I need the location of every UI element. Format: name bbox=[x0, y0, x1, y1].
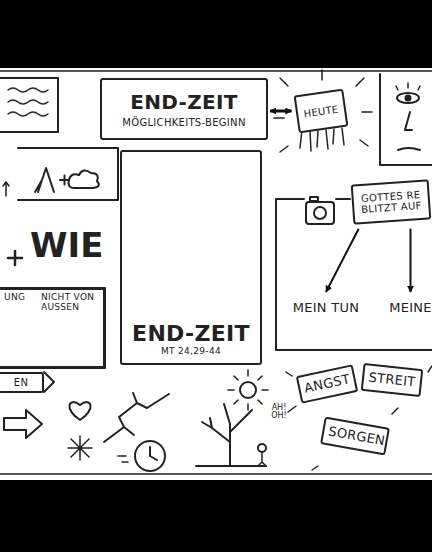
sun-symbol bbox=[228, 370, 268, 410]
worry-sign: ANGST bbox=[296, 364, 359, 403]
camera-icon bbox=[306, 202, 334, 224]
node-heading: UNG bbox=[4, 293, 25, 303]
node-heading: GOTTES RE BLITZT AUF bbox=[357, 189, 424, 216]
node-body: MÖGLICHKEITS-BEGINN bbox=[122, 117, 245, 128]
node-heading: END-ZEIT bbox=[130, 91, 237, 113]
tree-symbol bbox=[196, 404, 266, 466]
node-heading: SORGEN bbox=[327, 424, 383, 447]
node-heading: MEINE bbox=[389, 301, 432, 315]
camera-icon bbox=[314, 207, 326, 219]
worry-sign: SORGEN bbox=[320, 416, 390, 455]
node-heading: ANGST bbox=[303, 372, 351, 396]
node-heading: MEIN TUN bbox=[293, 301, 360, 315]
face-icon bbox=[398, 112, 420, 150]
exclamation-note: AH! OH! bbox=[266, 404, 292, 421]
sign-box: EN bbox=[0, 372, 44, 393]
title-box: END-ZEIT MÖGLICHKEITS-BEGINN bbox=[100, 78, 268, 140]
calendar-page: HEUTE bbox=[294, 89, 349, 134]
umbrella-figure bbox=[0, 288, 105, 368]
connector-arrow bbox=[410, 229, 412, 292]
sun-symbol bbox=[240, 382, 256, 398]
face-icon bbox=[397, 93, 419, 103]
tree-symbol bbox=[258, 444, 266, 452]
umbrella-figure bbox=[0, 288, 105, 368]
symbol-box bbox=[18, 148, 118, 200]
heading-word: WIE bbox=[30, 228, 100, 264]
note-box: UNG NICHT VON AUSSEN bbox=[0, 288, 105, 368]
node-heading: END-ZEIT bbox=[132, 322, 250, 346]
illustration bbox=[0, 70, 432, 474]
worry-sign: STREIT bbox=[361, 363, 424, 397]
node-heading: STREIT bbox=[368, 370, 416, 389]
symbol-box bbox=[35, 168, 54, 192]
camera-icon bbox=[310, 197, 318, 201]
clock-symbol bbox=[118, 441, 165, 471]
callout-box: GOTTES RE BLITZT AUF bbox=[351, 179, 432, 224]
face-icon bbox=[380, 74, 432, 165]
connector-arrow bbox=[270, 110, 292, 113]
clock-symbol bbox=[118, 456, 128, 462]
sun-symbol bbox=[228, 370, 268, 410]
scribble-box bbox=[8, 88, 48, 116]
scribble-box bbox=[0, 78, 58, 132]
heart-symbol bbox=[69, 402, 90, 420]
symbol-box bbox=[3, 182, 9, 196]
tree-symbol bbox=[258, 452, 266, 466]
plus-sign bbox=[8, 251, 22, 265]
connector-arrow bbox=[326, 229, 359, 292]
sign-arrow bbox=[44, 372, 54, 392]
face-icon bbox=[406, 96, 411, 101]
lightning-symbol bbox=[104, 393, 169, 442]
scripture-box: END-ZEITMT 24,29-44 bbox=[120, 150, 262, 365]
camera-icon bbox=[306, 197, 334, 224]
symbol-box bbox=[69, 170, 99, 188]
snowflake-symbol bbox=[68, 436, 92, 460]
letterbox-bar bbox=[0, 0, 432, 68]
emphasis-marks bbox=[286, 366, 432, 470]
face-icon bbox=[396, 83, 420, 90]
node-heading: HEUTE bbox=[303, 103, 339, 119]
arrow-symbol bbox=[4, 410, 42, 438]
node-body: NICHT VON AUSSEN bbox=[41, 293, 99, 313]
branch-label: MEINE bbox=[384, 296, 432, 320]
scribble-box bbox=[0, 78, 58, 132]
node-heading: EN bbox=[14, 377, 28, 388]
node-body: MT 24,29-44 bbox=[161, 347, 221, 357]
tree-symbol bbox=[196, 465, 266, 467]
symbol-box bbox=[3, 148, 118, 200]
branch-label: MEIN TUN bbox=[288, 296, 364, 320]
tree-symbol bbox=[202, 404, 252, 466]
frame-line bbox=[0, 71, 432, 474]
face-icon bbox=[380, 74, 432, 165]
clock-symbol bbox=[150, 447, 157, 460]
letterbox-bar bbox=[0, 480, 432, 552]
clock-symbol bbox=[135, 441, 165, 471]
